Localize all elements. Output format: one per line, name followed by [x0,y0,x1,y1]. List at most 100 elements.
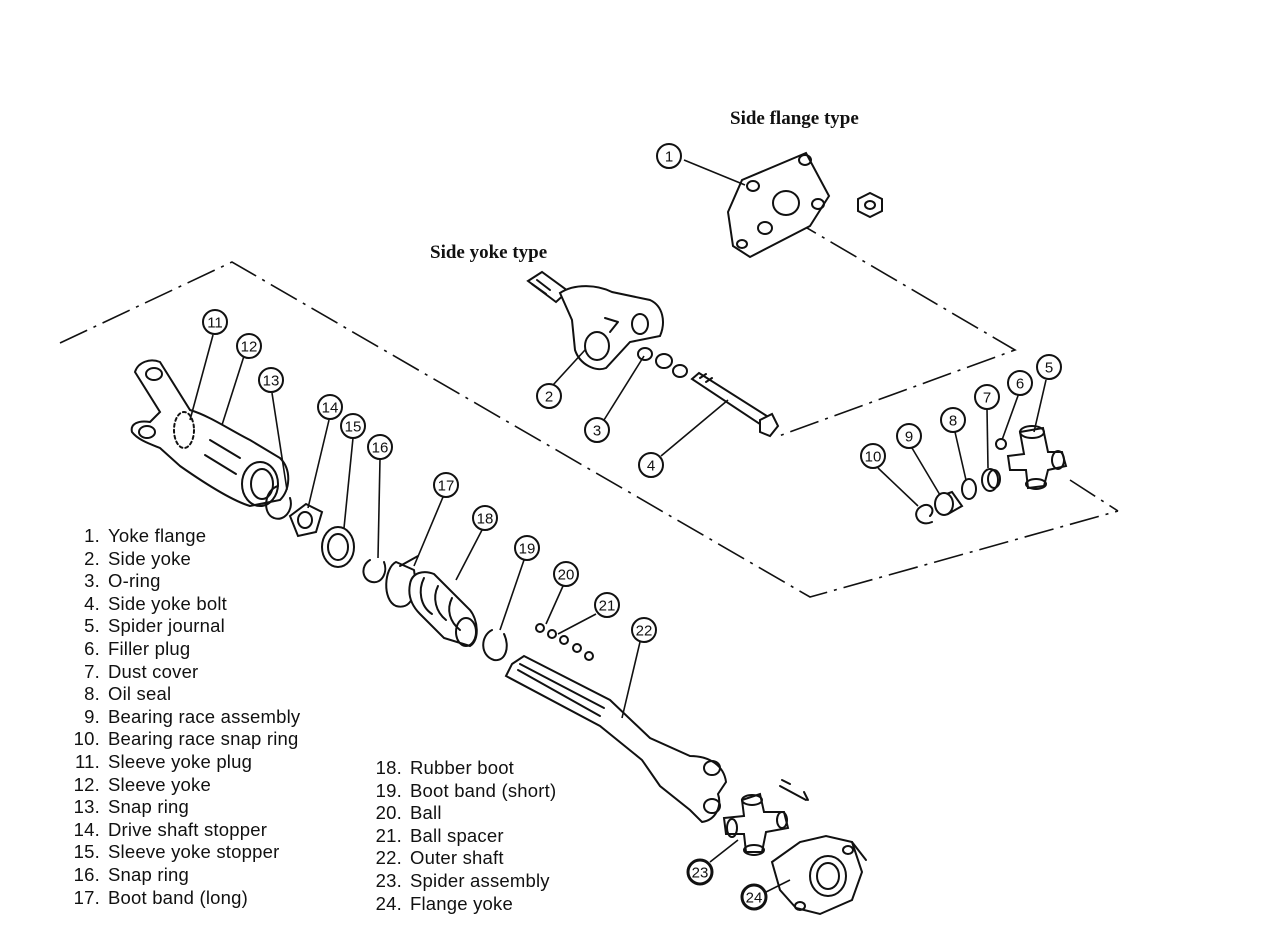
legend-item-label: Flange yoke [410,892,513,914]
callout-16: 16 [367,434,393,460]
svg-text:12: 12 [241,339,258,356]
legend-item-number: 6. [84,637,100,659]
svg-text:19: 19 [519,541,536,558]
legend-item: 19.Boot band (short) [372,780,556,803]
legend-item-label: Outer shaft [410,847,504,869]
sleeve-yoke-stopper-part [321,526,355,568]
callout-3: 3 [584,417,610,443]
legend-item: 12.Sleeve yoke [66,774,300,797]
legend-item-label: Sleeve yoke stopper [108,841,280,863]
legend-item-label: Oil seal [108,683,172,705]
svg-text:3: 3 [593,423,601,440]
svg-text:22: 22 [636,623,653,640]
callout-22: 22 [631,617,657,643]
legend-item-number: 4. [84,592,100,614]
callout-23: 23 [686,858,714,886]
legend-item-label: O-ring [108,570,161,592]
rubber-boot-part [408,571,478,648]
callout-4: 4 [638,452,664,478]
legend-item-number: 20. [375,802,402,824]
callout-1: 1 [656,143,682,169]
legend-item-label: Ball spacer [410,824,504,846]
callout-21: 21 [594,592,620,618]
o-ring-part [637,347,688,378]
legend-item: 8.Oil seal [66,683,300,706]
legend-item: 20.Ball [372,802,556,825]
legend-item: 15.Sleeve yoke stopper [66,841,300,864]
legend-item: 22. Outer shaft [372,847,556,870]
legend-item: 4. Side yoke bolt [66,593,300,616]
chain-lines [59,217,1119,598]
yoke-flange-part [726,151,883,259]
svg-text:5: 5 [1045,360,1053,377]
svg-text:10: 10 [865,449,882,466]
legend-item-label: Boot band (long) [108,886,248,908]
side-yoke-bolt-part [690,371,780,438]
legend-item-number: 21. [375,824,402,846]
legend-item: 17. Boot band (long) [66,887,300,910]
legend-item: 2.Side yoke [66,548,300,571]
legend-item: 9.Bearing race assembly [66,706,300,729]
callout-6: 6 [1007,370,1033,396]
svg-text:6: 6 [1016,376,1024,393]
legend-item-label: Side yoke bolt [108,592,228,614]
legend-item-number: 13. [73,796,100,818]
callout-5: 5 [1036,354,1062,380]
legend-item-number: 19. [375,779,402,801]
legend-item: 23.Spider assembly [372,870,556,893]
svg-text:15: 15 [345,419,362,436]
legend-item-number: 5. [84,615,100,637]
callout-15: 15 [340,413,366,439]
callout-18: 18 [472,505,498,531]
bearing-race-part [934,490,964,516]
legend-item-label: Bearing race assembly [108,705,301,727]
legend-item-label: Spider assembly [410,869,550,891]
outer-shaft-part [504,654,728,824]
svg-text:2: 2 [545,389,553,406]
boot-band-short-part [482,629,508,662]
legend-item: 16.Snap ring [66,864,300,887]
svg-text:21: 21 [599,598,616,615]
callout-2: 2 [536,383,562,409]
filler-plug-part [995,438,1007,450]
svg-text:14: 14 [322,400,339,417]
leader-lines [189,159,1047,893]
legend-item-label: Filler plug [108,637,191,659]
callout-19: 19 [514,535,540,561]
legend-item-label: Drive shaft stopper [108,818,268,840]
svg-text:1: 1 [665,149,673,166]
legend-item-number: 22. [375,847,402,869]
legend-item: 21. Ball spacer [372,825,556,848]
spider-assembly-part [722,779,809,856]
svg-text:9: 9 [905,429,913,446]
snap-ring-13-part [265,485,292,520]
balls-part [535,623,594,661]
svg-text:13: 13 [263,373,280,390]
callout-17: 17 [433,472,459,498]
legend-item: 18.Rubber boot [372,757,556,780]
svg-text:17: 17 [438,478,455,495]
legend-item: 24.Flange yoke [372,893,556,916]
callout-14: 14 [317,394,343,420]
bearing-race-snap-ring-part [915,504,934,525]
legend-item-number: 17. [73,886,100,908]
callout-20: 20 [553,561,579,587]
legend-item-label: Bearing race snap ring [108,728,299,750]
svg-text:11: 11 [207,315,223,332]
heading-side-flange-type: Side flange type [730,108,859,129]
legend-item-label: Dust cover [108,660,199,682]
callout-24: 24 [740,883,768,911]
svg-text:23: 23 [692,865,709,882]
legend-item: 14.Drive shaft stopper [66,819,300,842]
legend-item-number: 2. [84,547,100,569]
legend-item-label: Sleeve yoke [108,773,211,795]
legend-item-number: 7. [84,660,100,682]
callout-11: 11 [202,309,228,335]
legend-item: 6. Filler plug [66,638,300,661]
svg-text:4: 4 [647,458,655,475]
legend-item-number: 1. [84,525,100,546]
legend-item-label: Sleeve yoke plug [108,750,253,772]
